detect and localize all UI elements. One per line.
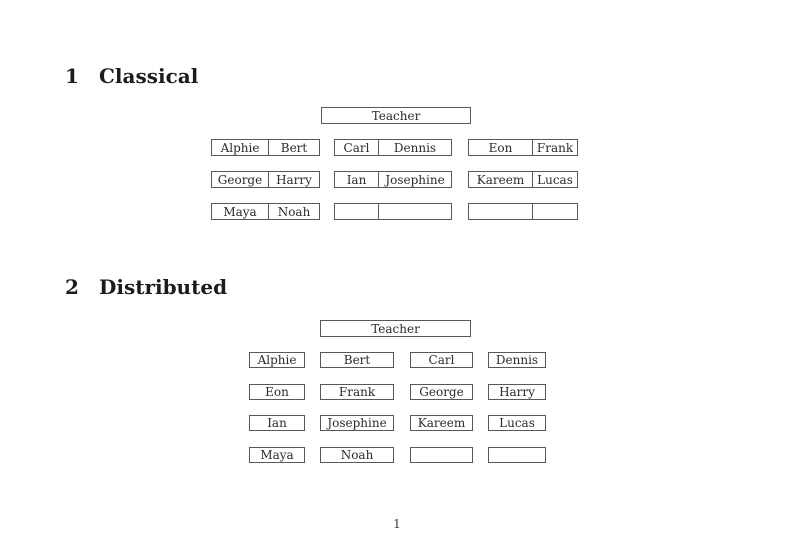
desk: Frank <box>320 384 394 400</box>
seat-name: Maya <box>212 204 269 219</box>
section-title: Distributed <box>99 275 228 299</box>
seat-name: Kareem <box>417 416 466 430</box>
seat-name: Maya <box>260 448 294 462</box>
seat-name: Bert <box>280 140 308 155</box>
desk: George Harry <box>211 171 320 188</box>
seat-name: Dennis <box>495 353 539 367</box>
section-number: 2 <box>65 275 79 299</box>
seat-name: Dennis <box>393 140 437 155</box>
desk: Ian Josephine <box>334 171 452 188</box>
desk: Kareem <box>410 415 473 431</box>
desk <box>488 447 546 463</box>
desk: Bert <box>320 352 394 368</box>
desk: Lucas <box>488 415 546 431</box>
seat-name: Eon <box>265 385 289 399</box>
seat-name: Noah <box>340 448 374 462</box>
section-heading-distributed: 2 Distributed <box>65 277 227 297</box>
seat-name: Bert <box>343 353 371 367</box>
seat-name: Frank <box>536 140 574 155</box>
empty-seat <box>335 204 379 219</box>
desk: Noah <box>320 447 394 463</box>
desk: Maya Noah <box>211 203 320 220</box>
desk: Harry <box>488 384 546 400</box>
seat-name: Josephine <box>327 416 387 430</box>
teacher-label: Teacher <box>371 108 421 123</box>
desk: Maya <box>249 447 305 463</box>
empty-seat <box>533 204 577 219</box>
desk: Eon <box>249 384 305 400</box>
desk: Dennis <box>488 352 546 368</box>
seat-name: Alphie <box>212 140 269 155</box>
seat-name: Kareem <box>469 172 533 187</box>
teacher-label: Teacher <box>371 321 420 336</box>
seat-name: Carl <box>428 353 455 367</box>
teacher-box-classical: Teacher <box>321 107 471 124</box>
seat-name: Harry <box>499 385 535 399</box>
desk: Kareem Lucas <box>468 171 578 188</box>
desk <box>410 447 473 463</box>
page-number: 1 <box>393 517 401 531</box>
desk: Josephine <box>320 415 394 431</box>
seat-name: Eon <box>469 140 533 155</box>
section-heading-classical: 1 Classical <box>65 66 198 86</box>
section-number: 1 <box>65 64 79 88</box>
teacher-box-distributed: Teacher <box>320 320 471 337</box>
seat-name: Ian <box>267 416 287 430</box>
desk: Ian <box>249 415 305 431</box>
desk: Alphie Bert <box>211 139 320 156</box>
seat-name: George <box>419 385 464 399</box>
seat-name: Harry <box>276 172 312 187</box>
desk <box>468 203 578 220</box>
desk: Carl <box>410 352 473 368</box>
empty-seat <box>411 448 472 462</box>
desk: George <box>410 384 473 400</box>
seat-name: Frank <box>338 385 376 399</box>
desk: Alphie <box>249 352 305 368</box>
empty-seat <box>489 448 545 462</box>
seat-name: Carl <box>335 140 379 155</box>
desk: Carl Dennis <box>334 139 452 156</box>
seat-name: Lucas <box>499 416 535 430</box>
desk <box>334 203 452 220</box>
seat-name: George <box>212 172 269 187</box>
seat-name: Alphie <box>257 353 297 367</box>
empty-seat <box>379 204 451 219</box>
empty-seat <box>469 204 533 219</box>
section-title: Classical <box>99 64 199 88</box>
seat-name: Josephine <box>385 172 445 187</box>
seat-name: Lucas <box>537 172 573 187</box>
seat-name: Ian <box>335 172 379 187</box>
seat-name: Noah <box>277 204 311 219</box>
